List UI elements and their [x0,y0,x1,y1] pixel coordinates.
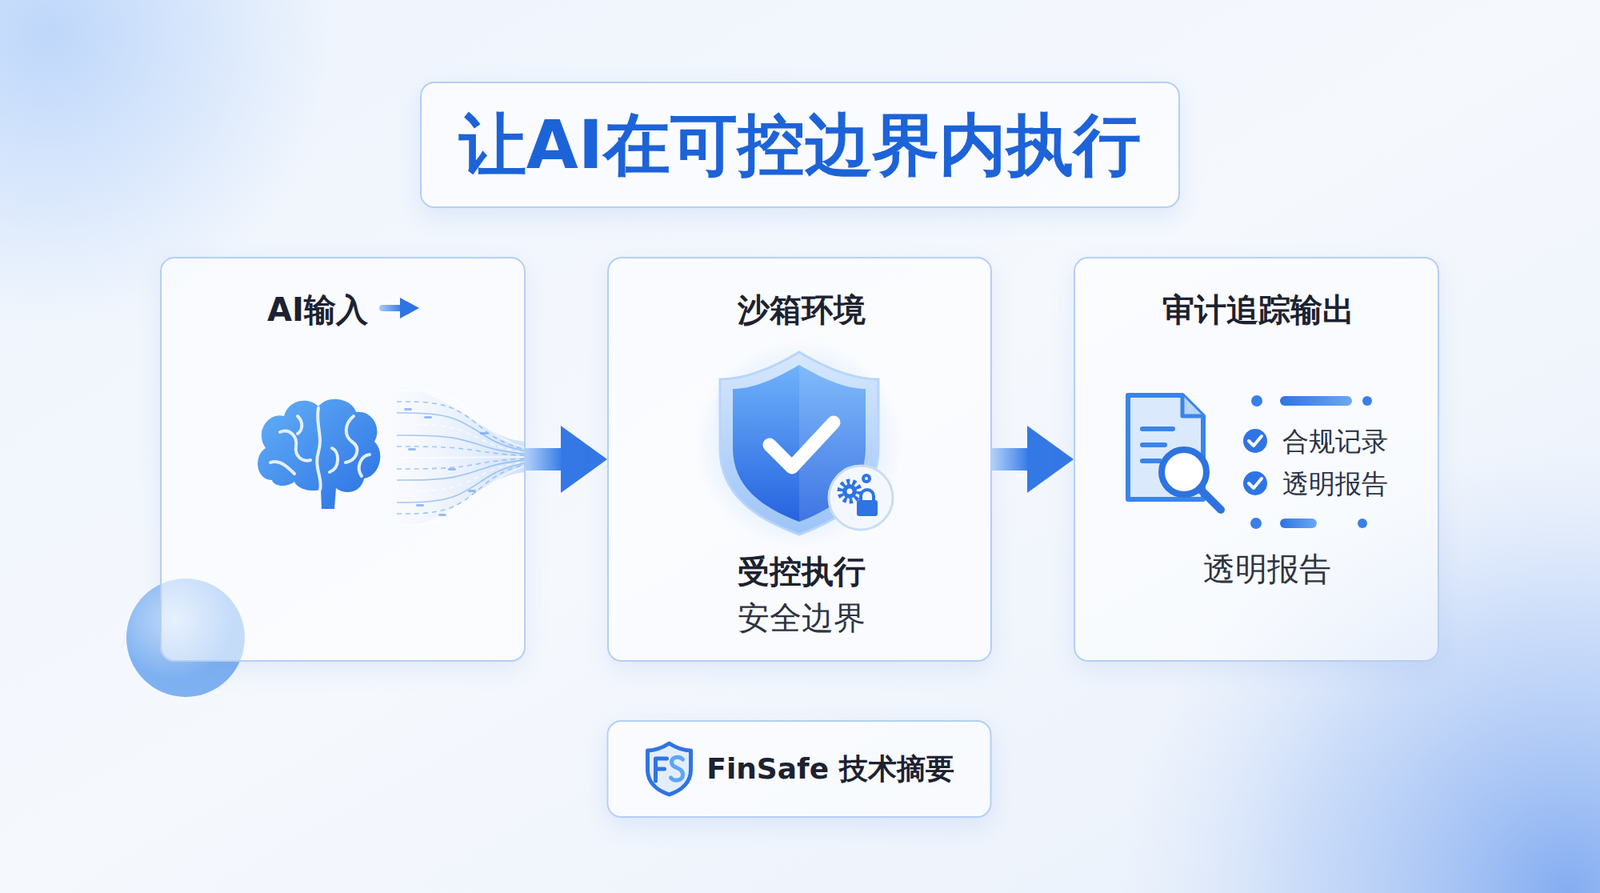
audit-document-icon [1142,458,1160,464]
list-decoration [1250,517,1262,529]
arrow-head [1027,425,1074,493]
text-slot: 合规记录 [1282,425,1435,458]
data-stream [404,408,412,411]
list-decoration [1280,518,1317,528]
list-decoration [1251,395,1263,407]
shield-icon [828,465,893,530]
check-icon [1248,478,1262,488]
data-stream [396,412,528,452]
text-slot: AI输入 [161,290,474,329]
brain-icon [280,431,311,461]
check-icon [1243,428,1268,453]
shield-icon [769,422,834,468]
text-slot: 受控执行 [608,552,994,591]
list-decoration [1280,396,1352,406]
audit-document-icon [1200,488,1221,510]
audit-document-icon [1182,395,1204,416]
shield-icon [732,364,866,522]
shield-icon [860,489,874,501]
list-decoration [1250,395,1372,529]
brain-icon [297,416,302,434]
arrow-shaft [992,448,1028,471]
finsafe-logo [670,756,683,780]
shield-icon [840,481,860,501]
brain-icon [316,408,321,490]
text-slot: 透明报告 [1282,468,1435,500]
brain-icon [270,461,295,474]
flow-arrow [525,425,608,493]
data-stream [408,448,416,451]
data-stream [416,504,424,507]
panel-text: 合规记录 [1282,425,1388,458]
shield-icon [861,473,872,484]
data-stream [438,513,447,516]
arrow-shaft [525,448,561,471]
panel-text: 受控执行 [737,552,866,591]
panel-heading: 沙箱环境 [737,290,866,329]
shield-icon [847,488,853,495]
input-panel: AI输入 [160,256,526,662]
finsafe-logo [655,758,667,781]
text-slot: 透明报告 [1075,549,1460,588]
caption: FinSafe 技术摘要 [706,751,954,786]
text-slot: 审计追踪输出 [1075,290,1441,329]
heading-arrow [400,297,420,319]
data-stream [448,468,456,471]
brain-icon [345,416,357,463]
data-stream [396,456,528,458]
heading-arrow [379,297,420,319]
audit-document-icon [1142,426,1173,432]
shield-icon [695,340,904,548]
title-box: 让AI在可控边界内执行 [420,81,1180,208]
panel-fill [160,256,526,662]
data-stream [396,435,528,455]
sandbox-panel: 沙箱环境受控执行安全边界 [607,256,992,662]
data-stream [480,432,488,435]
shield-icon [842,484,857,499]
panel-text: 透明报告 [1282,468,1388,500]
data-stream [468,489,476,492]
heading-arrow [379,304,404,312]
finsafe-logo [644,740,694,797]
panel-text: 安全边界 [737,598,866,637]
data-stream [396,390,528,525]
data-stream [396,464,528,514]
shield-icon [695,340,904,548]
audit-document-icon [1142,442,1165,448]
panel-heading: AI输入 [267,290,368,329]
panel-fill [607,256,992,662]
list-decoration [1362,396,1372,406]
title: 让AI在可控边界内执行 [459,104,1141,186]
brain-icon [257,399,380,509]
finsafe-logo [647,743,691,795]
data-stream [396,464,528,525]
check-icon [1248,436,1262,446]
audit-document-icon [1128,395,1221,510]
brain-icon [257,399,380,509]
data-stream [396,401,528,451]
data-stream [424,416,432,419]
brain-icon [359,454,370,476]
panel-text: 透明报告 [1203,549,1332,588]
check-icon [1243,428,1268,496]
panel-fill [1073,256,1440,662]
brain-icon [329,448,338,472]
check-icon [1243,471,1268,496]
caption-box: FinSafe 技术摘要 [607,720,992,818]
brain-icon [270,408,370,490]
list-decoration [1357,518,1368,528]
text-slot: 沙箱环境 [608,290,994,329]
panel-fill [160,256,1440,662]
data-stream [396,460,528,492]
audit-panel: 审计追踪输出合规记录透明报告透明报告 [1073,256,1440,662]
flow-arrow [992,425,1074,493]
panel-heading: 审计追踪输出 [1162,290,1355,329]
text-slot: 安全边界 [608,598,994,637]
arrow-head [560,425,608,493]
data-stream [396,446,528,456]
data-stream [396,462,528,503]
shield-icon [864,476,868,480]
shield-icon [856,500,878,516]
